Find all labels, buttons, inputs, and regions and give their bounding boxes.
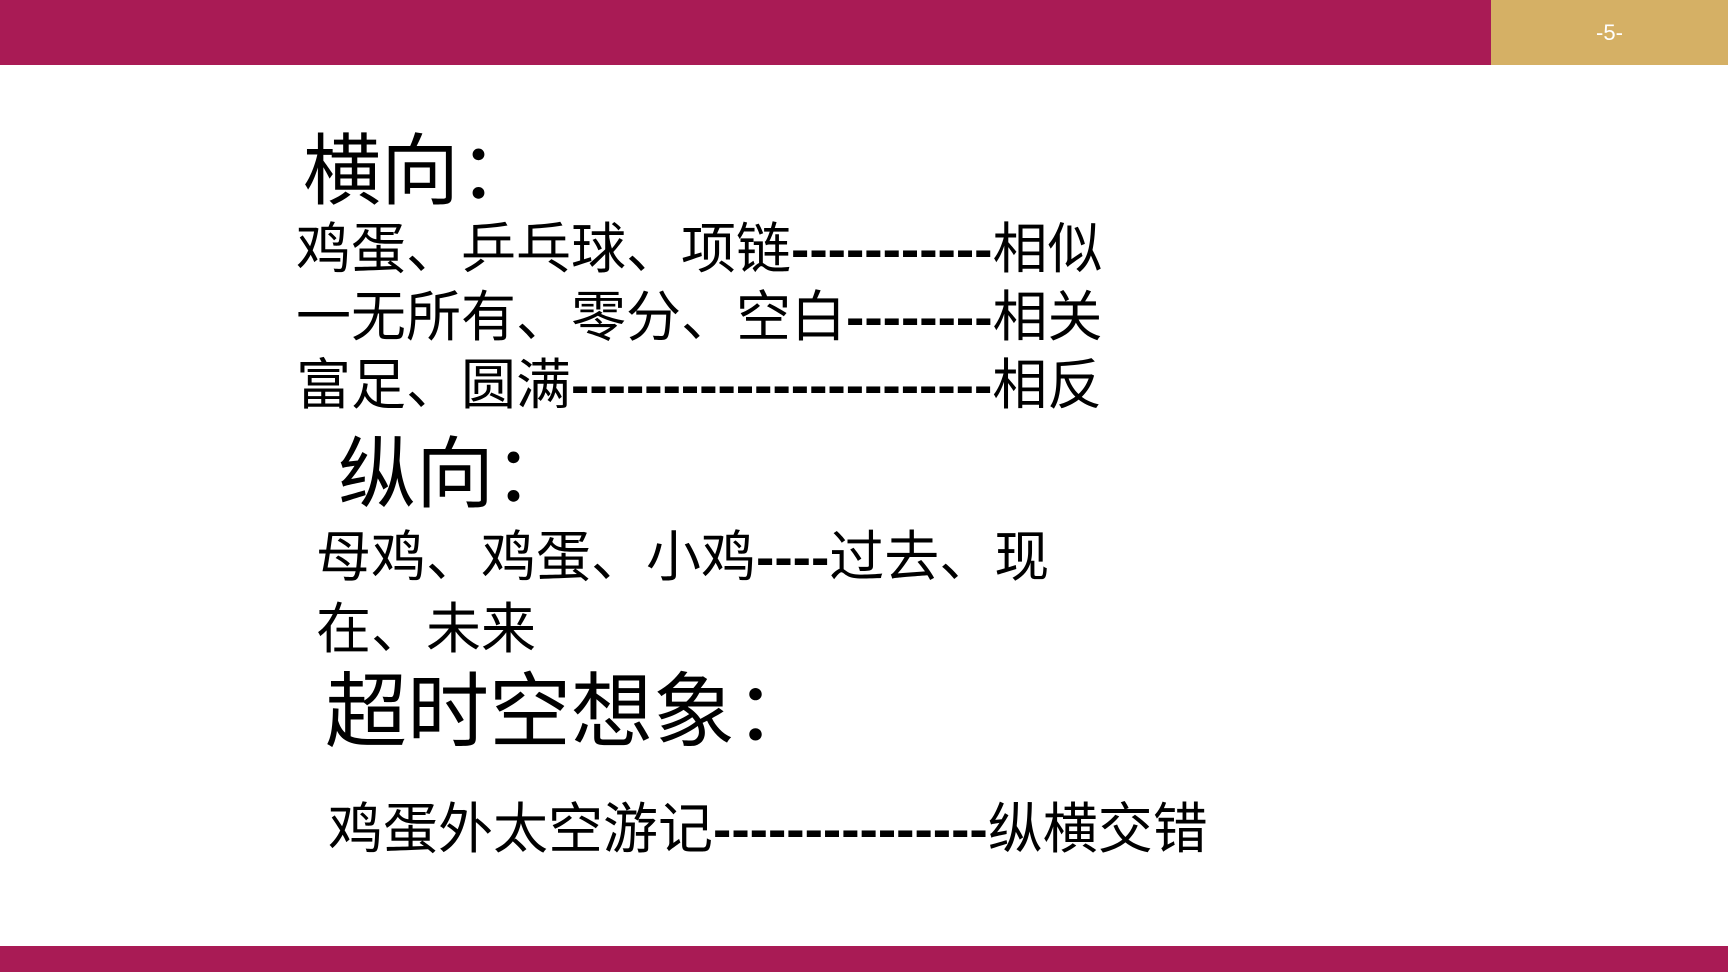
line-left-text: 鸡蛋外太空游记: [328, 797, 714, 861]
spacetime-line: 鸡蛋外太空游记---------------纵横交错: [328, 802, 1208, 857]
dash-connector: -----------------------: [571, 354, 993, 416]
dash-connector: -----------: [791, 218, 993, 280]
line-left-text: 母鸡、鸡蛋、小鸡: [316, 525, 757, 589]
dash-connector: --------: [846, 286, 993, 348]
line-right-text: 相似: [992, 217, 1103, 281]
vertical-line-1: 母鸡、鸡蛋、小鸡----过去、现: [316, 530, 1049, 585]
horizontal-line-related: 一无所有、零分、空白--------相关: [296, 290, 1103, 345]
line-left-text: 鸡蛋、乒乓球、项链: [296, 217, 792, 281]
line-left-text: 一无所有、零分、空白: [296, 285, 847, 349]
page-number: -5-: [1596, 19, 1623, 45]
dash-connector: ----: [756, 526, 830, 588]
heading-horizontal: 横向：: [303, 127, 538, 217]
vertical-line-2: 在、未来: [316, 597, 537, 661]
line-right-text: 相反: [992, 353, 1103, 417]
line-right-text: 相关: [992, 285, 1103, 349]
line-right-text: 过去、现: [829, 525, 1050, 589]
line-right-text: 纵横交错: [987, 797, 1208, 861]
heading-vertical: 纵向：: [338, 430, 573, 520]
horizontal-line-opposite: 富足、圆满-----------------------相反: [296, 358, 1102, 413]
line-left-text: 富足、圆满: [296, 353, 572, 417]
top-banner: [0, 0, 1491, 65]
dash-connector: ---------------: [713, 798, 988, 860]
horizontal-line-similar: 鸡蛋、乒乓球、项链-----------相似: [296, 222, 1103, 277]
page-number-box: -5-: [1491, 0, 1728, 65]
heading-spacetime: 超时空想象：: [325, 665, 818, 760]
bottom-banner: [0, 946, 1728, 972]
